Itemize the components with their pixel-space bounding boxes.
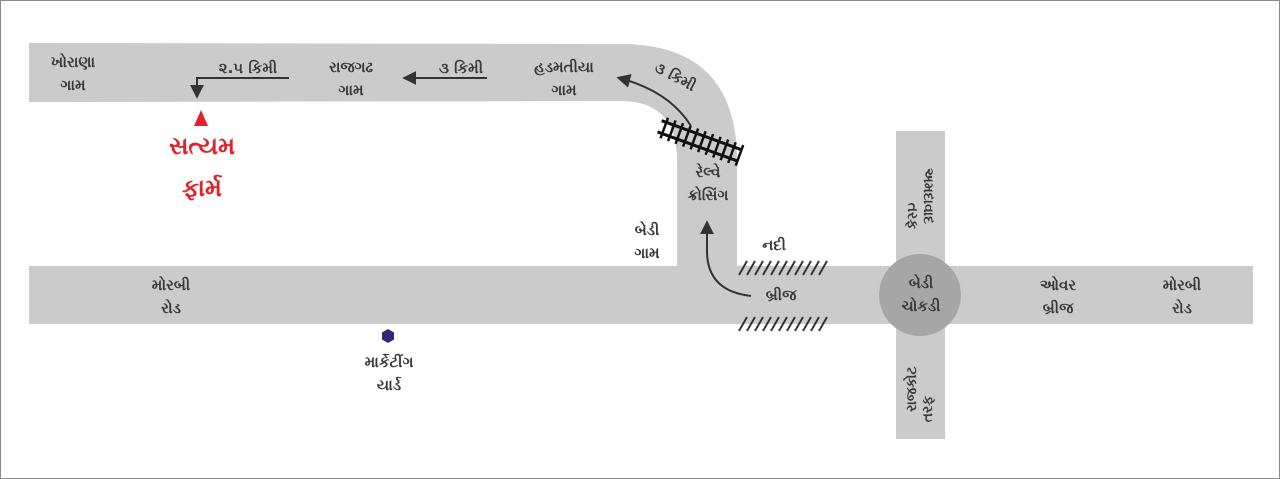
place-bedi-gam: બેડી ગામ bbox=[634, 219, 659, 265]
destination-label: સત્યમ ફાર્મ bbox=[169, 125, 235, 209]
place-bedi-chokdi-line1: બેડી bbox=[908, 274, 934, 292]
place-hadmatiya: હડમતીયા ગામ bbox=[534, 56, 594, 102]
place-morbi-road-right: મોરબી રોડ bbox=[1163, 274, 1201, 320]
place-rajkot-line1: રાજકોટ bbox=[904, 366, 920, 412]
place-bedi-chokdi-line2: ચોકડી bbox=[901, 297, 941, 315]
destination-marker-icon bbox=[194, 110, 208, 126]
morbi-road bbox=[29, 266, 1253, 324]
place-nadi: નદી bbox=[762, 234, 786, 257]
destination-line1: સત્યમ bbox=[168, 132, 236, 160]
place-railway-line2: ક્રોસિંગ bbox=[687, 186, 729, 204]
place-rajkot-line2: તરફ bbox=[920, 395, 936, 423]
place-over-bridge: ઓવર બ્રીજ bbox=[1040, 274, 1076, 320]
place-morbi-left-line2: રોડ bbox=[161, 299, 181, 317]
river-hatch-top bbox=[738, 260, 828, 276]
river-hatch-bottom bbox=[738, 316, 828, 332]
destination-line2: ફાર્મ bbox=[182, 174, 222, 202]
place-hadmatiya-line2: ગામ bbox=[551, 81, 577, 99]
place-ahmedabad-direction: અમદાવાદ તરફ bbox=[904, 151, 936, 241]
place-bridge-text: બ્રીજ bbox=[765, 286, 797, 304]
place-railway-crossing: રેલ્વે ક્રોસિંગ bbox=[688, 161, 729, 207]
place-railway-line1: રેલ્વે bbox=[695, 163, 721, 181]
arrow-to-hadmatiya bbox=[616, 74, 692, 127]
place-hadmatiya-line1: હડમતીયા bbox=[534, 58, 594, 76]
arrow-to-railway bbox=[700, 220, 752, 297]
place-khorana-line2: ગામ bbox=[60, 76, 86, 94]
place-khorana: ખોરાણા ગામ bbox=[51, 51, 95, 97]
arrow-to-farm bbox=[190, 77, 289, 99]
place-marketing-yard: માર્કેટીંગ યાર્ડ bbox=[365, 351, 414, 397]
place-bedi-gam-line2: ગામ bbox=[634, 244, 660, 262]
place-ahmedabad-line2: તરફ bbox=[904, 202, 920, 230]
village-road bbox=[29, 43, 737, 268]
place-rajgadh: રાજગઢ ગામ bbox=[329, 56, 373, 102]
market-marker-icon bbox=[382, 329, 394, 343]
distance-label-d2: ૩ કિમી bbox=[439, 59, 483, 77]
railway-track-icon bbox=[657, 117, 745, 167]
distance-label-d1: ૨.૫ કિમી bbox=[219, 59, 277, 77]
bedi-chokdi-circle bbox=[879, 254, 961, 336]
place-bedi-gam-line1: બેડી bbox=[634, 221, 660, 239]
place-rajgadh-line1: રાજગઢ bbox=[328, 58, 374, 76]
place-morbi-right-line1: મોરબી bbox=[1162, 276, 1202, 294]
place-ahmedabad-line1: અમદાવાદ bbox=[920, 168, 936, 224]
place-nadi-text: નદી bbox=[762, 236, 786, 254]
place-morbi-right-line2: રોડ bbox=[1172, 299, 1192, 317]
place-market-line2: યાર્ડ bbox=[376, 376, 402, 394]
place-bedi-chokdi: બેડી ચોકડી bbox=[902, 272, 941, 318]
place-market-line1: માર્કેટીંગ bbox=[364, 353, 414, 371]
place-bridge: બ્રીજ bbox=[766, 284, 797, 307]
place-rajkot-direction: રાજકોટ તરફ bbox=[904, 344, 936, 434]
place-khorana-line1: ખોરાણા bbox=[50, 53, 96, 71]
place-over-bridge-line2: બ્રીજ bbox=[1042, 299, 1074, 317]
place-over-bridge-line1: ઓવર bbox=[1039, 276, 1077, 294]
place-rajgadh-line2: ગામ bbox=[338, 81, 364, 99]
place-morbi-left-line1: મોરબી bbox=[151, 276, 191, 294]
place-morbi-road-left: મોરબી રોડ bbox=[152, 274, 190, 320]
